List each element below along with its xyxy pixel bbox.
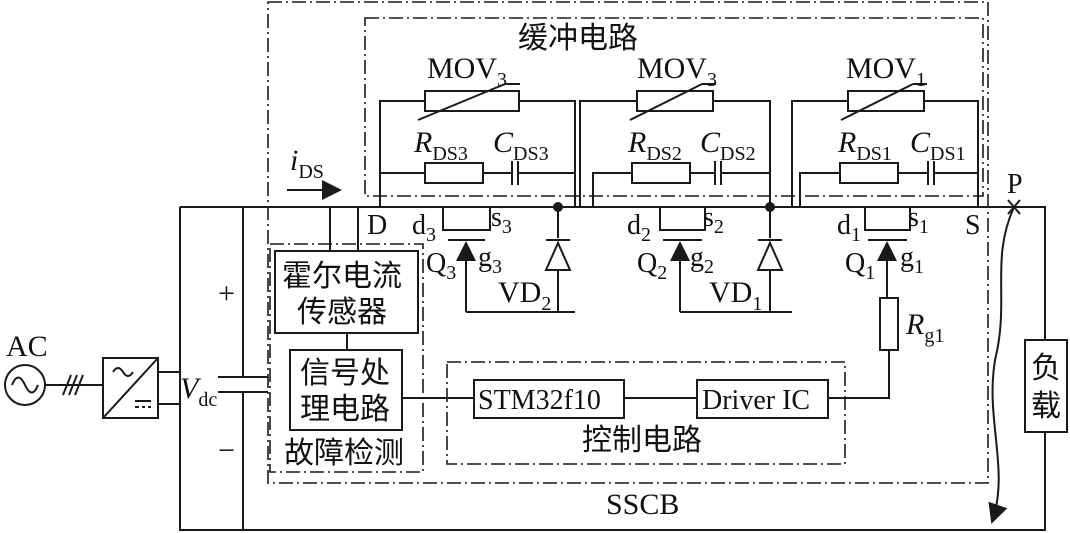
load-label-1: 负 [1031, 351, 1061, 386]
vdc-label: Vdc [180, 372, 217, 411]
c-ds2-label: CDS2 [700, 126, 756, 165]
mov3b-slash [629, 83, 703, 121]
signal-processing-label-1: 信号处 [300, 356, 390, 391]
fault-detection-boundary [269, 243, 424, 473]
mov3b-label: MOV3 [637, 52, 717, 91]
mov3b-varistor [636, 90, 714, 112]
r-ds3-resistor [424, 162, 484, 184]
node-s-label: S [965, 210, 981, 241]
sscb-boundary [267, 1, 989, 484]
fault-detection-label: 故障检测 [284, 436, 404, 471]
node-p-label: P [1007, 169, 1023, 200]
q2-channel [659, 207, 706, 231]
rc2-wire [592, 172, 770, 207]
q1-label: Q1 [845, 248, 875, 284]
control-circuit-label: 控制电路 [582, 423, 702, 458]
q3-channel [442, 207, 491, 231]
c-ds1-label: CDS1 [910, 126, 966, 165]
snubber2-rail [579, 100, 771, 207]
minus-label: − [218, 434, 235, 467]
ids-label: iDS [290, 144, 324, 183]
fault-path [988, 206, 1015, 524]
hall-sensor-block [274, 250, 419, 334]
vd1-diode [756, 240, 784, 271]
rc1-wire [799, 172, 978, 207]
g1-label: g1 [900, 242, 924, 278]
snubber3-left-rail [379, 100, 576, 207]
s2-label: s2 [703, 202, 724, 238]
driver-ic-block [696, 379, 829, 419]
load-block [1024, 339, 1068, 433]
g3-label: g3 [478, 242, 502, 278]
control-circuit-boundary [446, 361, 846, 465]
converter-to-dc-wire [158, 371, 180, 405]
sscb-label: SSCB [606, 488, 679, 521]
s1-label: s1 [908, 202, 929, 238]
q3-label: Q3 [426, 248, 456, 284]
mov3a-varistor [424, 90, 520, 112]
rg1-label: Rg1 [905, 308, 944, 347]
signal-processing-block [289, 349, 403, 431]
q1-channel [864, 207, 911, 231]
snubber1-rail [791, 100, 979, 207]
rg1-resistor [879, 297, 899, 351]
main-top-wire [180, 206, 1046, 340]
vd2-diode [544, 240, 572, 271]
driver-ic-label: Driver IC [702, 385, 810, 416]
mov1-varistor [847, 90, 925, 112]
g2-label: g2 [690, 242, 714, 278]
load-label-2: 载 [1031, 389, 1061, 424]
vd1-label: VD1 [709, 276, 762, 315]
mov3a-label: MOV3 [427, 52, 507, 91]
vd2-label: VD2 [498, 276, 551, 315]
snubber-boundary [364, 17, 984, 197]
d3-label: d3 [412, 210, 436, 246]
signal-processing-label-2: 理电路 [300, 392, 390, 427]
hall-sensor-label-1: 霍尔电流 [282, 259, 402, 294]
stm32-block [473, 379, 625, 419]
converter-diagonal [102, 357, 159, 419]
s3-label: s3 [491, 202, 512, 238]
mov1-slash [840, 83, 914, 121]
hall-sensor-label-2: 传感器 [297, 295, 387, 330]
node-d-label: D [367, 210, 387, 241]
mov1-label: MOV1 [846, 52, 926, 91]
converter-dc-mark [135, 400, 151, 408]
converter-ac-mark [112, 367, 134, 377]
r-ds1-resistor [839, 162, 899, 184]
q2-label: Q2 [637, 248, 667, 284]
ac-label: AC [6, 330, 48, 363]
ac-sine-icon [11, 376, 39, 394]
d1-label: d1 [837, 210, 861, 246]
c-ds3-label: CDS3 [493, 126, 549, 165]
three-phase-ticks [62, 374, 84, 396]
gate-drive-wire [828, 350, 890, 399]
r-ds1-label: RDS1 [837, 126, 892, 165]
r-ds2-resistor [631, 162, 691, 184]
stm32-label: STM32f10 [478, 385, 601, 416]
snubber-title: 缓冲电路 [518, 21, 638, 56]
r-ds2-label: RDS2 [627, 126, 682, 165]
r-ds3-label: RDS3 [413, 126, 468, 165]
plus-label: + [218, 277, 235, 310]
mov3a-slash [417, 83, 506, 121]
d2-label: d2 [627, 210, 651, 246]
main-bottom-wire [179, 207, 1046, 531]
